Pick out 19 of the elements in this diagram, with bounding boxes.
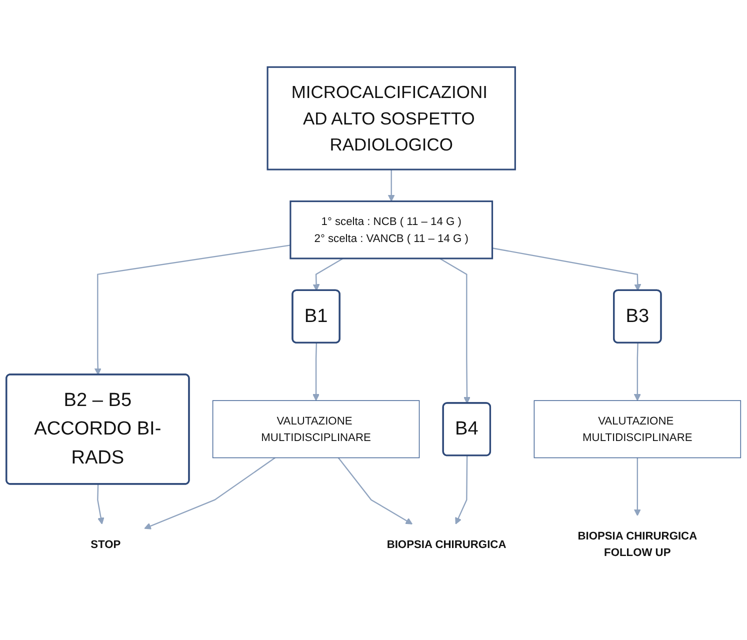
arrow: [634, 458, 641, 516]
node-box: VALUTAZIONE MULTIDISCIPLINARE: [212, 400, 420, 458]
arrow: [634, 343, 641, 401]
arrow: [455, 456, 468, 524]
arrow: [144, 457, 276, 530]
arrow: [312, 343, 320, 401]
arrow: [338, 457, 413, 524]
arrow: [94, 244, 291, 376]
node-text: STOP: [90, 538, 121, 550]
arrow: [492, 248, 642, 291]
node-box: VALUTAZIONE MULTIDISCIPLINARE: [534, 400, 742, 458]
node-text: BIOPSIA CHIRURGICA FOLLOW UP: [578, 529, 698, 559]
arrow: [97, 484, 104, 524]
arrow: [439, 258, 470, 404]
node-text: BIOPSIA CHIRURGICA: [386, 538, 506, 550]
arrow: [388, 170, 395, 202]
node-box: MICROCALCIFICAZIONI AD ALTO SOSPETTO RADIOLOGICO: [266, 66, 516, 170]
node-box: 1° scelta : NCB ( 11 – 14 G ) 2° scelta : VANCB ( 11 – 14 G ): [290, 200, 494, 260]
arrow: [312, 258, 344, 291]
